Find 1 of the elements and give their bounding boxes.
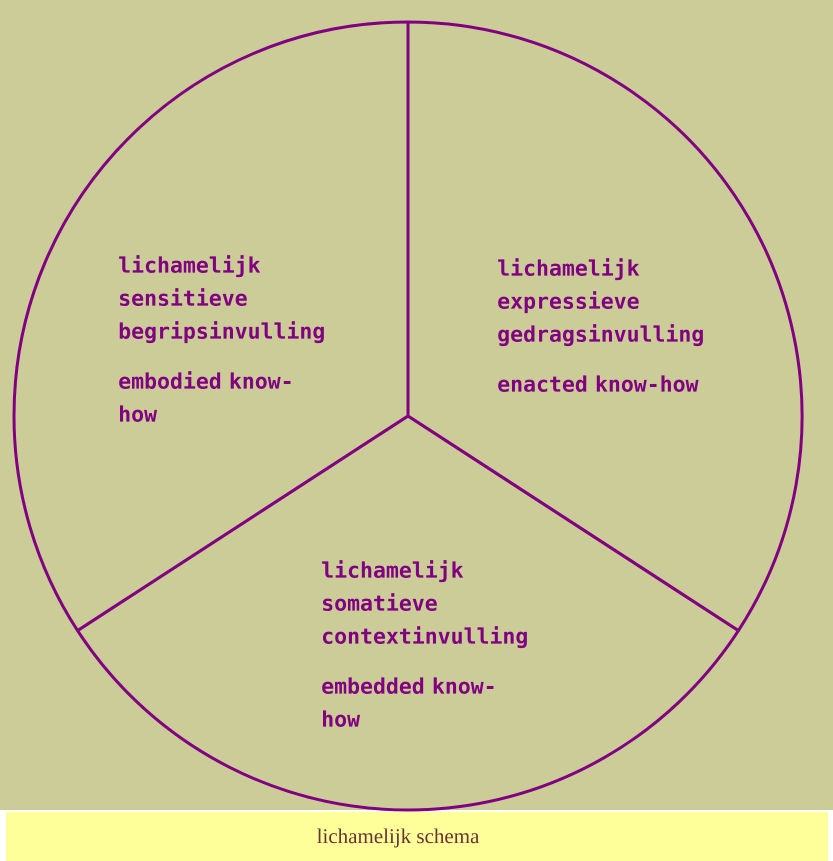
caption: lichamelijk schema	[317, 828, 480, 848]
